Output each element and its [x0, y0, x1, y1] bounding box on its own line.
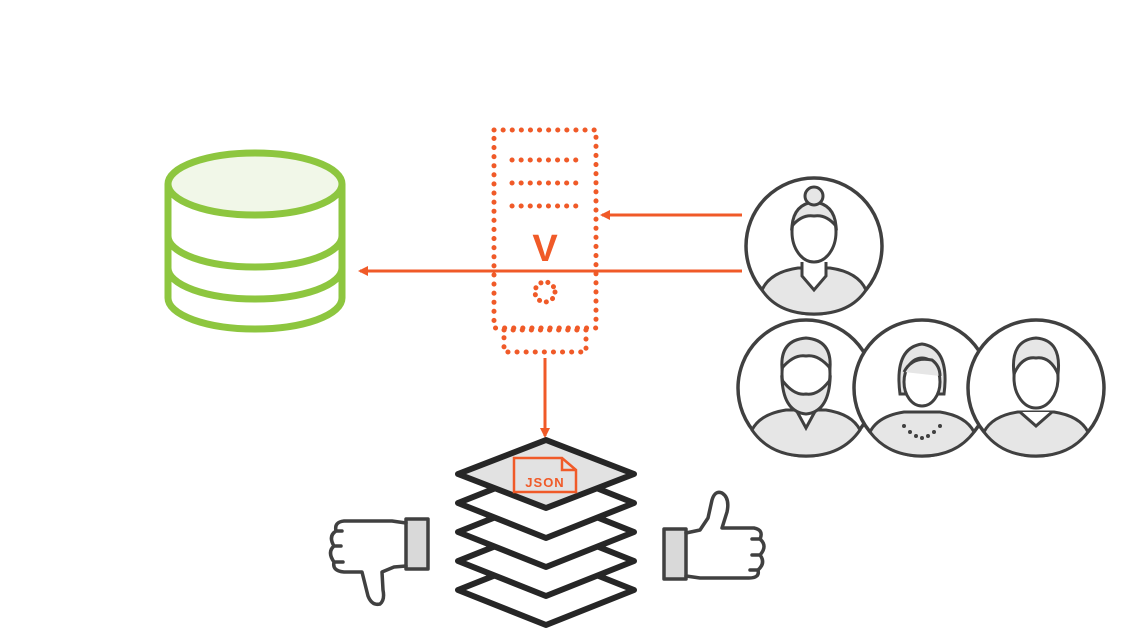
json-label: JSON — [525, 475, 564, 490]
data-flow-arrows — [358, 210, 742, 438]
database-icon — [164, 149, 346, 333]
bearded-man-avatar-icon — [736, 318, 876, 458]
server-letter: V — [532, 228, 558, 270]
thumbs-up-icon — [662, 490, 766, 581]
young-man-avatar-icon — [966, 318, 1106, 458]
thumbs-down-icon — [328, 517, 430, 607]
json-file-icon: JSON — [512, 456, 578, 494]
layer-stack-icon — [455, 437, 637, 628]
woman-bob-avatar-icon — [852, 318, 992, 458]
dotted-server-icon — [491, 127, 599, 355]
woman-avatar-icon — [744, 176, 884, 316]
